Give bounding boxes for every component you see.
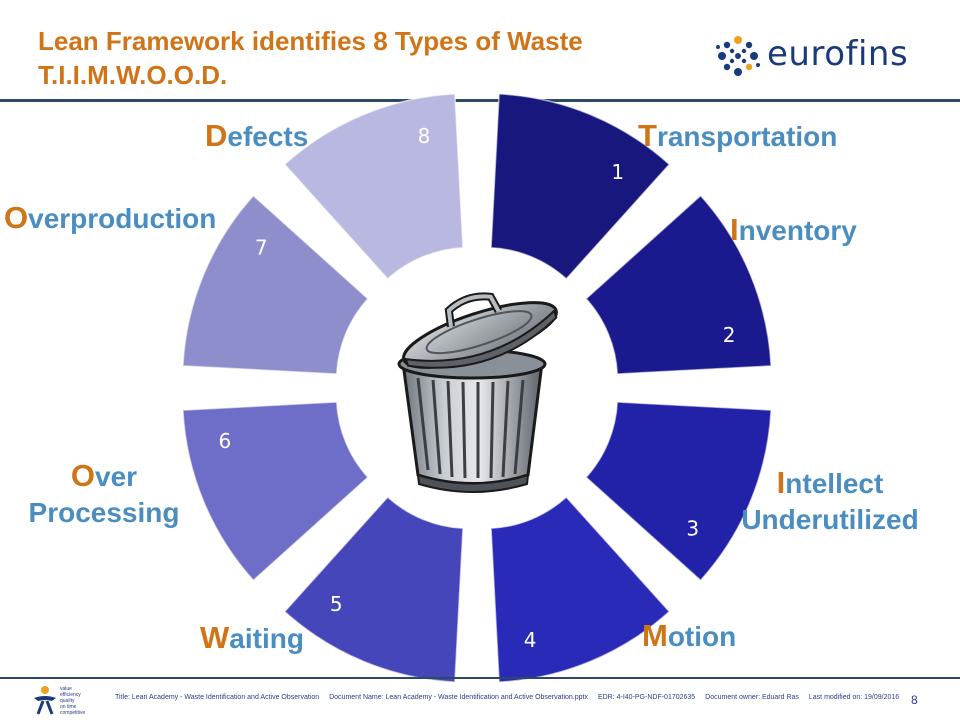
footer-logo-text: value efficiency quality on time competi… xyxy=(60,686,86,716)
segment-inventory xyxy=(585,194,772,375)
segment-motion xyxy=(490,496,671,683)
footer-logo-icon xyxy=(34,686,56,715)
segment-number-5: 5 xyxy=(330,592,343,616)
page-number: 8 xyxy=(911,693,918,707)
eurofins-logo: eurofins xyxy=(713,32,928,80)
segment-defects xyxy=(283,93,464,280)
label-overproduction: Overproduction xyxy=(4,200,217,235)
title-line-1: Lean Framework identifies 8 Types of Was… xyxy=(38,26,583,56)
label-transportation: Transportation xyxy=(638,118,838,153)
footer-divider xyxy=(0,677,960,679)
segment-intellect-underutilized xyxy=(585,401,772,582)
segment-number-7: 7 xyxy=(255,235,268,259)
title-line-2: T.I.I.M.W.O.O.D. xyxy=(38,60,228,90)
segment-number-2: 2 xyxy=(723,323,736,347)
label-defects: Defects xyxy=(205,118,309,153)
segment-number-4: 4 xyxy=(524,628,537,652)
trash-can-icon xyxy=(397,292,558,493)
label-waiting: Waiting xyxy=(200,620,304,655)
eurofins-dots-logo-icon xyxy=(716,36,760,76)
page-title: Lean Framework identifies 8 Types of Was… xyxy=(38,24,583,92)
segment-overproduction xyxy=(182,194,369,375)
segment-number-3: 3 xyxy=(686,517,699,541)
logo-text: eurofins xyxy=(767,34,909,74)
title-divider xyxy=(0,99,960,102)
segment-number-8: 8 xyxy=(418,124,431,148)
label-over-processing: Over Processing xyxy=(28,458,180,528)
segment-transportation xyxy=(490,93,671,280)
label-motion: Motion xyxy=(642,618,737,653)
footer-document-info: Title: Lean Academy - Waste Identificati… xyxy=(115,694,900,701)
segment-number-6: 6 xyxy=(219,429,232,453)
label-inventory: Inventory xyxy=(730,212,857,247)
segment-over-processing xyxy=(182,401,369,582)
segment-number-1: 1 xyxy=(611,160,624,184)
label-intellect-underutilized: Intellect Underutilized xyxy=(741,465,919,535)
